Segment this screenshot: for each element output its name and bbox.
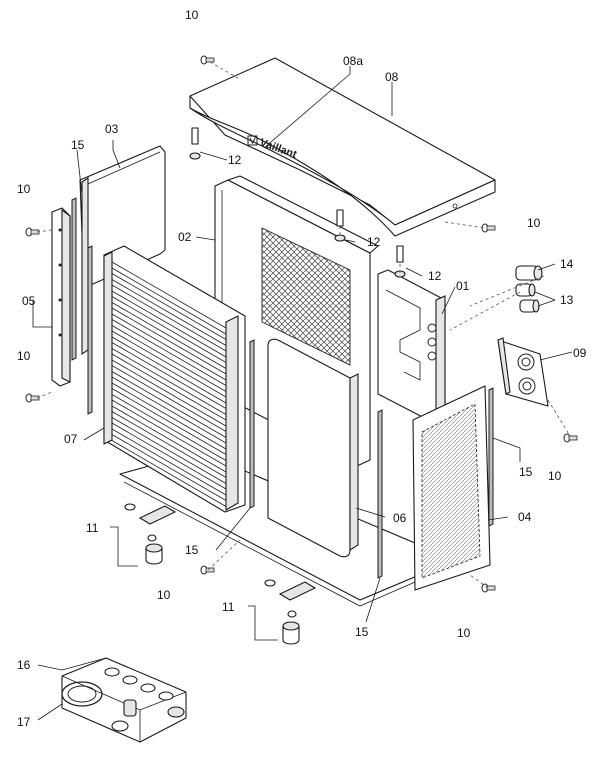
callout-05: 05	[22, 294, 36, 308]
foot-11-left	[124, 503, 177, 565]
callout-labels: 10 08a 08 03 15 12 10 02 10 12 12 14 01 …	[17, 8, 587, 729]
callout-10: 10	[17, 182, 31, 196]
callout-07: 07	[64, 432, 78, 446]
heat-exchanger-part	[103, 245, 246, 513]
callout-13: 13	[560, 293, 574, 307]
callout-01: 01	[456, 279, 470, 293]
sealing-strip-right	[488, 387, 494, 527]
fittings-13	[515, 283, 540, 313]
heat-exchanger-fins	[111, 261, 227, 508]
callout-12: 12	[228, 153, 242, 167]
fitting-14	[515, 265, 543, 281]
callout-11: 11	[222, 600, 235, 614]
right-side-panel-part	[412, 385, 491, 591]
screw-10	[481, 583, 496, 593]
callout-10: 10	[17, 349, 31, 363]
callout-06: 06	[393, 511, 407, 525]
callout-10: 10	[185, 8, 199, 22]
callout-16: 16	[17, 658, 31, 672]
left-side-grille-part	[51, 207, 71, 387]
callout-15: 15	[71, 138, 85, 152]
callout-12: 12	[367, 235, 381, 249]
side-frame-part	[377, 269, 446, 425]
callout-17: 17	[17, 715, 31, 729]
callout-11: 11	[86, 521, 99, 535]
callout-09: 09	[573, 346, 587, 360]
assembly-lines	[36, 61, 571, 589]
callout-10: 10	[157, 588, 171, 602]
callout-12: 12	[428, 269, 442, 283]
callout-02: 02	[178, 230, 192, 244]
sealing-strip-left	[71, 197, 93, 415]
screw-10	[563, 433, 578, 443]
callout-10: 10	[457, 626, 471, 640]
callout-10: 10	[548, 469, 562, 483]
callout-04: 04	[518, 510, 532, 524]
callout-15: 15	[519, 465, 533, 479]
callout-14: 14	[560, 257, 574, 271]
sealing-strip-mid	[249, 339, 255, 509]
callout-08: 08	[385, 70, 399, 84]
connection-plate-part	[497, 337, 549, 407]
sealing-strip-front	[377, 409, 383, 579]
accessory-kit-part	[61, 657, 187, 743]
front-lower-cover-part	[267, 338, 359, 558]
leader-lines	[32, 66, 573, 721]
callout-10: 10	[527, 216, 541, 230]
callout-08a: 08a	[343, 54, 363, 68]
screws-10	[25, 55, 578, 593]
top-cover-part: Vaillant	[189, 57, 496, 237]
spacer-12-a	[189, 127, 201, 160]
screw-10	[25, 227, 40, 237]
rear-frame-part	[79, 145, 166, 356]
callout-15: 15	[185, 543, 199, 557]
callout-03: 03	[105, 122, 119, 136]
screw-10	[481, 223, 496, 233]
screw-10	[25, 393, 40, 403]
callout-15: 15	[355, 625, 369, 639]
spacer-12-b	[334, 209, 346, 242]
foot-11-mid	[264, 579, 317, 645]
screw-10	[200, 565, 215, 575]
